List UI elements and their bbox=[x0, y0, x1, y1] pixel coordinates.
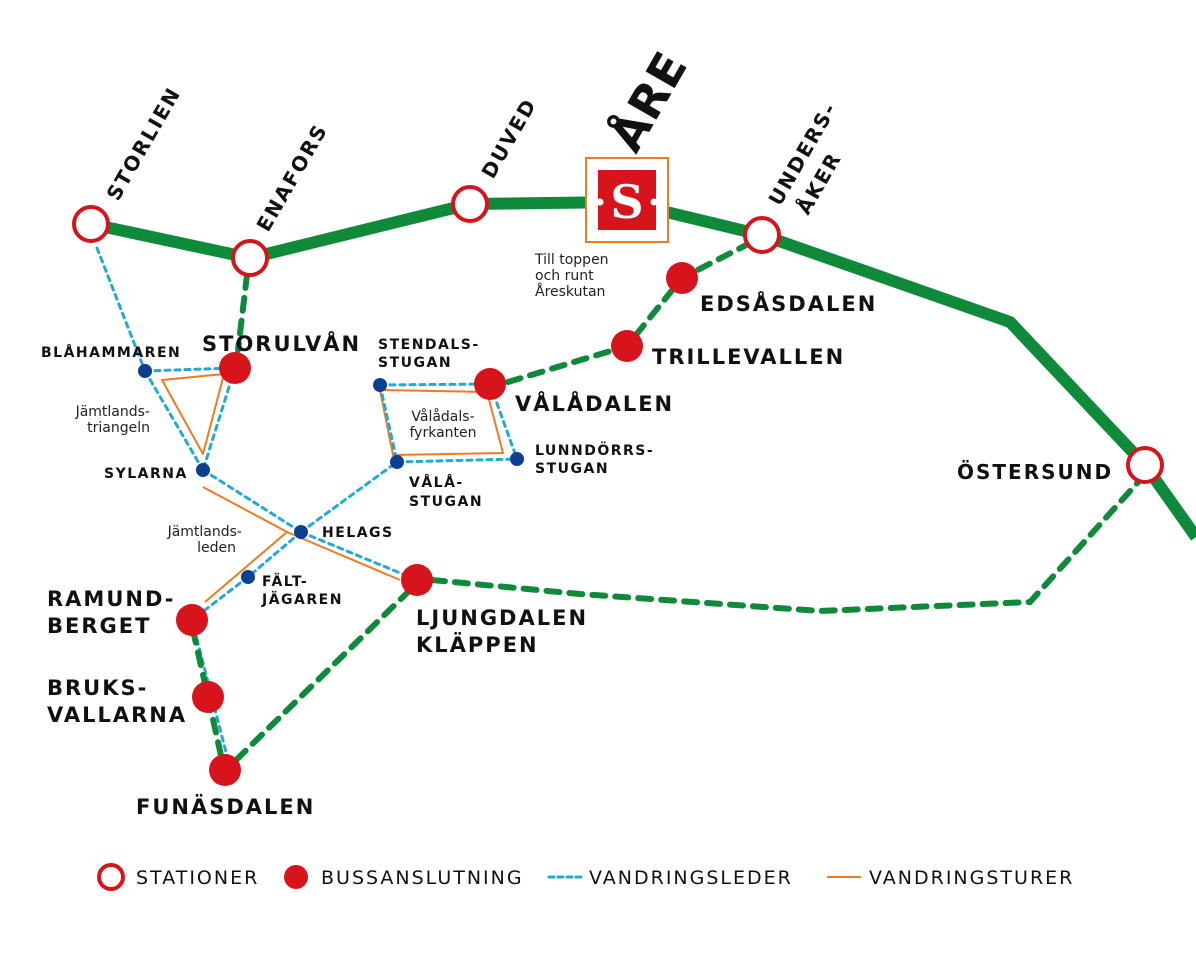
label-sylarna: SYLARNA bbox=[104, 466, 188, 482]
logo-dot-left bbox=[596, 198, 604, 206]
skistar-s-logo-icon bbox=[598, 170, 656, 230]
label-ljungdalen-1: LJUNGDALEN bbox=[416, 606, 588, 630]
railway-line bbox=[89, 196, 1196, 541]
trail-helags-faltjagaren bbox=[246, 530, 303, 579]
label-faltjagaren-1: FÄLT- bbox=[262, 573, 308, 590]
trail-stendal-valadalen bbox=[378, 382, 492, 387]
label-duved: DUVED bbox=[477, 94, 542, 183]
label-valadalen: VÅLÅDALEN bbox=[515, 391, 674, 416]
label-funasdalen: FUNÄSDALEN bbox=[136, 794, 315, 819]
legend-trails-label: VANDRINGSLEDER bbox=[589, 867, 793, 889]
hut-blahammaren[interactable] bbox=[138, 364, 152, 378]
label-ostersund: ÖSTERSUND bbox=[957, 460, 1113, 484]
note-fyrkanten-1: Vålådals- bbox=[411, 408, 474, 425]
label-bruksvallarna-1: BRUKS- bbox=[47, 676, 148, 700]
bus-stops bbox=[176, 262, 698, 786]
legend-stations-label: STATIONER bbox=[136, 867, 259, 889]
label-lunndorrsstugan-2: STUGAN bbox=[535, 461, 609, 477]
hut-stendalsstugan[interactable] bbox=[373, 378, 387, 392]
trail-storlien-blahammaren bbox=[95, 246, 147, 373]
label-valastugan-1: VÅLÅ- bbox=[409, 474, 464, 491]
trail-helags-valastugan bbox=[299, 460, 399, 534]
bus-stop-ramundberget[interactable] bbox=[176, 604, 208, 636]
hut-lunndorrsstugan[interactable] bbox=[510, 452, 524, 466]
trail-blahammaren-sylarna bbox=[143, 369, 205, 472]
legend-bus-label: BUSSANSLUTNING bbox=[321, 867, 524, 889]
map-title: ÅRE bbox=[599, 42, 698, 160]
label-faltjagaren-2: JÄGAREN bbox=[261, 591, 343, 608]
trail-valastugan-lunndorr bbox=[395, 457, 519, 464]
hut-faltjagaren[interactable] bbox=[241, 570, 255, 584]
note-fyrkanten-2: fyrkanten bbox=[409, 425, 476, 441]
logo-dot-right bbox=[650, 198, 658, 206]
bus-valadalen-undersaker bbox=[505, 235, 763, 385]
label-ljungdalen-2: KLÄPPEN bbox=[416, 632, 539, 657]
hiking-tours bbox=[161, 373, 504, 603]
bus-stop-trillevallen[interactable] bbox=[611, 330, 643, 362]
note-triangeln-2: triangeln bbox=[87, 420, 150, 436]
mountain-huts bbox=[138, 364, 524, 584]
label-lunndorrsstugan-1: LUNNDÖRRS- bbox=[535, 441, 654, 459]
trail-helags-ljungdalen bbox=[299, 530, 419, 582]
helags-ljungdalen-tour bbox=[286, 531, 401, 581]
label-edsasdalen: EDSÅSDALEN bbox=[700, 291, 877, 316]
are-station-logo[interactable]: S bbox=[585, 157, 669, 243]
legend-station-icon bbox=[97, 863, 125, 891]
label-helags: HELAGS bbox=[322, 525, 394, 541]
note-are-2: och runt bbox=[535, 268, 594, 284]
label-stendalsstugan-1: STENDALS- bbox=[378, 337, 480, 353]
legend-tours-label: VANDRINGSTURER bbox=[869, 867, 1074, 889]
label-valastugan-2: STUGAN bbox=[409, 494, 483, 510]
station-storlien[interactable] bbox=[72, 205, 110, 243]
note-triangeln-1: Jämtlands- bbox=[75, 404, 150, 420]
label-ramundberget-2: BERGET bbox=[47, 614, 151, 638]
bus-stop-storulvan[interactable] bbox=[219, 352, 251, 384]
label-storulvan: STORULVÅN bbox=[202, 331, 361, 356]
legend: STATIONER BUSSANSLUTNING VANDRINGSLEDER … bbox=[97, 863, 1074, 891]
station-undersaker[interactable] bbox=[743, 216, 781, 254]
bus-stop-bruksvallarna[interactable] bbox=[192, 681, 224, 713]
railway-stations bbox=[72, 185, 1164, 484]
note-leden-1: Jämtlands- bbox=[167, 524, 242, 540]
trail-stendal-valastugan bbox=[378, 383, 399, 464]
trail-sylarna-helags bbox=[201, 468, 303, 534]
bus-stop-ljungdalen[interactable] bbox=[401, 564, 433, 596]
legend-bus-icon bbox=[284, 865, 308, 889]
station-enafors[interactable] bbox=[231, 239, 269, 277]
trail-storulvan-sylarna bbox=[201, 366, 237, 472]
bus-ljungdalen-funasdalen bbox=[231, 587, 413, 765]
note-are-3: Åreskutan bbox=[535, 283, 605, 300]
bus-stop-edsasdalen[interactable] bbox=[666, 262, 698, 294]
label-enafors: ENAFORS bbox=[252, 119, 333, 235]
bus-ljungdalen-ostersund bbox=[429, 477, 1143, 615]
label-blahammaren: BLÅHAMMAREN bbox=[41, 344, 181, 361]
bus-enafors-storulvan bbox=[235, 272, 250, 353]
logo-letter: S bbox=[610, 175, 643, 229]
label-storlien: STORLIEN bbox=[102, 82, 186, 204]
label-trillevallen: TRILLEVALLEN bbox=[652, 345, 845, 369]
jamtlandstriangeln-tour bbox=[161, 373, 225, 455]
hut-helags[interactable] bbox=[294, 525, 308, 539]
hut-sylarna[interactable] bbox=[196, 463, 210, 477]
bus-stop-funasdalen[interactable] bbox=[209, 754, 241, 786]
station-ostersund[interactable] bbox=[1126, 446, 1164, 484]
note-leden-2: leden bbox=[197, 540, 236, 556]
bus-stop-valadalen[interactable] bbox=[474, 368, 506, 400]
note-are-1: Till toppen bbox=[534, 252, 609, 268]
hut-valastugan[interactable] bbox=[390, 455, 404, 469]
label-ramundberget-1: RAMUND- bbox=[47, 587, 176, 611]
valadalsfyrkanten-tour bbox=[379, 389, 504, 456]
station-duved[interactable] bbox=[451, 185, 489, 223]
label-bruksvallarna-2: VALLARNA bbox=[47, 703, 187, 727]
label-stendalsstugan-2: STUGAN bbox=[378, 355, 452, 371]
